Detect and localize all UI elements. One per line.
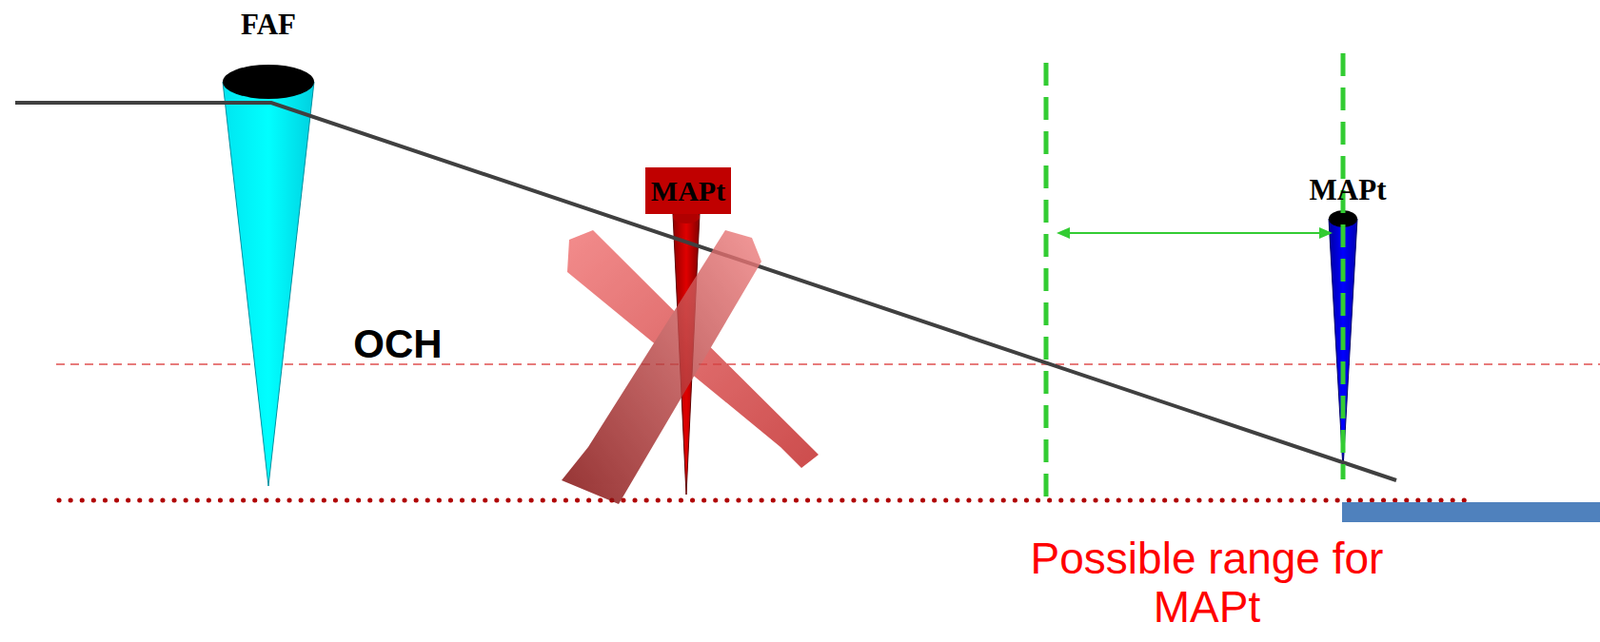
range-arrow	[1058, 232, 1331, 235]
faf-cap	[222, 64, 315, 99]
range-note: Possible range for MAPt	[987, 534, 1426, 633]
runway	[1342, 502, 1600, 523]
fix-name: FAF	[240, 7, 297, 42]
range-marker	[1341, 53, 1346, 480]
ground-line	[59, 498, 1472, 504]
mapt-box: MAPt	[645, 167, 731, 215]
arrow-head	[1319, 227, 1333, 239]
och-label: OCH	[353, 321, 442, 368]
arrow-head	[1056, 227, 1070, 239]
cross-mark	[561, 230, 819, 505]
faf-cone	[222, 81, 315, 487]
mapt-text: MAPt	[651, 175, 726, 207]
mapt-label: MAPt	[1309, 173, 1387, 208]
range-marker	[1044, 62, 1049, 503]
och-line	[56, 363, 1600, 366]
